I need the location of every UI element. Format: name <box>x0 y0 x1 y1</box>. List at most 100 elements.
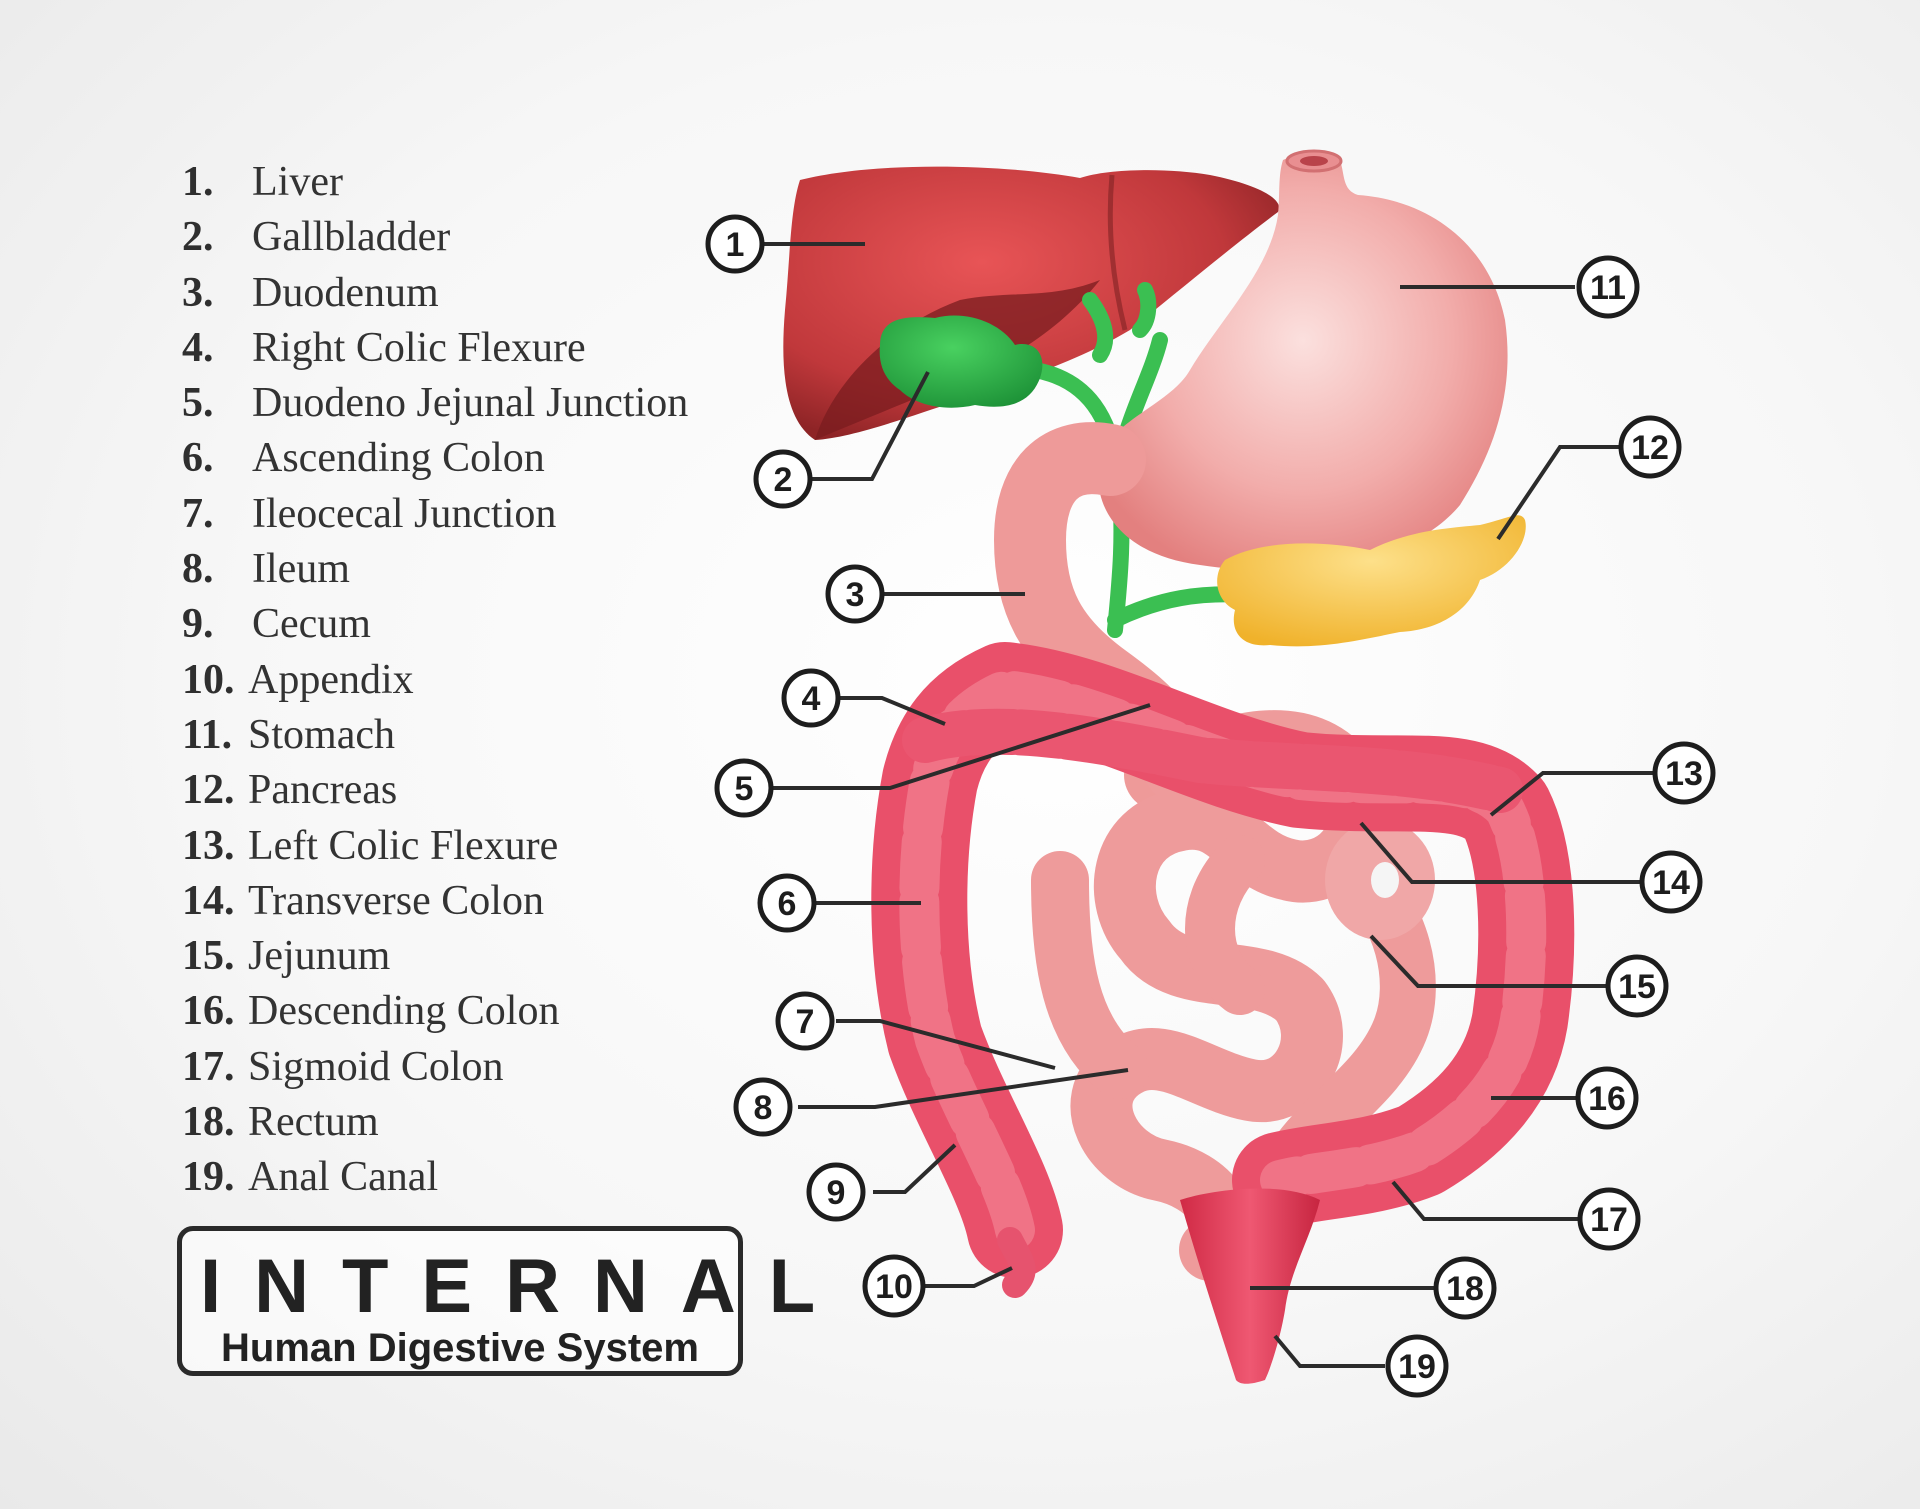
legend-item-sigmoid-colon: 17.Sigmoid Colon <box>182 1043 742 1098</box>
legend-label: Ileocecal Junction <box>252 490 557 537</box>
callout-number: 9 <box>827 1174 846 1212</box>
leader-line-17 <box>1391 1180 1578 1221</box>
callout-number: 2 <box>774 461 793 499</box>
legend-label: Appendix <box>248 656 414 703</box>
legend-number: 5. <box>182 380 214 427</box>
legend-label: Sigmoid Colon <box>248 1043 504 1090</box>
callout-number: 15 <box>1618 968 1656 1006</box>
legend-number: 15. <box>182 933 235 980</box>
legend-number: 14. <box>182 877 235 924</box>
leader-line-9 <box>873 1143 957 1194</box>
legend-label: Cecum <box>252 601 371 648</box>
legend-label: Duodeno Jejunal Junction <box>252 380 689 427</box>
callout-number: 7 <box>796 1003 815 1041</box>
leader-line-14 <box>1359 821 1642 884</box>
legend-number: 8. <box>182 546 214 593</box>
callout-17: 17 <box>1577 1187 1641 1251</box>
callout-number: 1 <box>726 226 745 264</box>
legend-label: Jejunum <box>248 933 391 980</box>
callout-4: 4 <box>781 668 841 728</box>
leader-line-4 <box>838 696 946 726</box>
legend-item-liver: 1. Liver <box>182 158 742 213</box>
leader-line-5 <box>772 703 1151 790</box>
legend-number: 6. <box>182 435 214 482</box>
legend-number: 11. <box>182 711 233 758</box>
title-subtitle: Human Digestive System <box>221 1326 699 1370</box>
callout-number: 14 <box>1652 864 1690 902</box>
callout-number: 11 <box>1590 269 1626 307</box>
legend-label: Transverse Colon <box>248 877 544 924</box>
legend-label: Duodenum <box>252 269 439 316</box>
legend-item-cecum: 9.Cecum <box>182 600 742 655</box>
callout-6: 6 <box>757 873 817 933</box>
liver-fissure-shape <box>1107 174 1128 331</box>
legend-number: 10. <box>182 656 235 703</box>
leader-line-13 <box>1489 771 1653 817</box>
transverse-colon-shape <box>902 708 1523 813</box>
callout-number: 6 <box>778 885 797 923</box>
legend-label: Pancreas <box>248 767 398 814</box>
callout-18: 18 <box>1433 1256 1497 1320</box>
legend-number: 18. <box>182 1099 235 1146</box>
legend-label: Liver <box>252 159 343 205</box>
callout-9: 9 <box>806 1162 866 1222</box>
legend-item-duodenum: 3. Duodenum <box>182 269 742 324</box>
legend-label: Stomach <box>248 711 395 758</box>
legend-number: 1. <box>182 159 214 205</box>
legend-number: 19. <box>182 1154 235 1201</box>
callout-number: 19 <box>1398 1348 1436 1386</box>
callout-14: 14 <box>1639 850 1703 914</box>
callout-number: 17 <box>1590 1201 1628 1239</box>
callout-number: 13 <box>1665 755 1703 793</box>
callout-2: 2 <box>753 449 813 509</box>
legend-item-transverse-colon: 14. Transverse Colon <box>182 877 742 932</box>
legend-number: 7. <box>182 490 214 537</box>
callout-11: 11 <box>1576 255 1640 319</box>
legend-label: Ileum <box>252 546 350 593</box>
callout-16: 16 <box>1575 1066 1639 1130</box>
legend-item-jejunum: 15. Jejunum <box>182 932 742 987</box>
esophagus-lumen-shape <box>1300 156 1328 166</box>
legend-number: 3. <box>182 269 214 316</box>
callout-number: 5 <box>735 770 754 808</box>
legend-item-left-colic-flexure: 13.Left Colic Flexure <box>182 822 742 877</box>
callout-12: 12 <box>1618 415 1682 479</box>
leader-line-7 <box>836 1019 1056 1070</box>
legend-label: Left Colic Flexure <box>248 822 559 869</box>
leader-line-12 <box>1496 445 1619 541</box>
legend-label: Right Colic Flexure <box>252 324 586 371</box>
callout-7: 7 <box>775 991 835 1051</box>
callout-number: 3 <box>846 576 865 614</box>
legend-label: Gallbladder <box>252 214 451 261</box>
callout-15: 15 <box>1605 954 1669 1018</box>
legend-item-right-colic-flexure: 4. Right Colic Flexure <box>182 324 742 379</box>
callout-1: 1 <box>705 214 765 274</box>
leader-line-10 <box>922 1266 1013 1288</box>
pancreas-shape <box>1217 515 1526 647</box>
legend-item-anal-canal: 19.Anal Canal <box>182 1153 742 1208</box>
callout-8: 8 <box>733 1077 793 1137</box>
leader-line-19 <box>1273 1334 1385 1368</box>
leader-line-15 <box>1369 934 1607 988</box>
legend-list: 1. Liver 2. Gallbladder 3. Duodenum 4. Right… <box>182 158 742 1209</box>
legend-item-ileocecal-junction: 7. Ileocecal Junction <box>182 490 742 545</box>
legend-number: 12. <box>182 767 235 814</box>
legend-item-pancreas: 12. Pancreas <box>182 766 742 821</box>
legend-item-ileum: 8. Ileum <box>182 545 742 600</box>
callout-19: 19 <box>1385 1334 1449 1398</box>
legend-number: 16. <box>182 988 235 1035</box>
legend-number: 2. <box>182 214 214 261</box>
callout-number: 16 <box>1588 1080 1626 1118</box>
legend-item-duodeno-jejunal-junction: 5. Duodeno Jejunal Junction <box>182 379 742 434</box>
callout-3: 3 <box>825 564 885 624</box>
callout-number: 4 <box>802 680 821 718</box>
callout-5: 5 <box>714 758 774 818</box>
title-box: INTERNAL Human Digestive System <box>177 1226 815 1376</box>
callout-10: 10 <box>862 1254 926 1318</box>
legend-number: 4. <box>182 324 214 371</box>
legend-item-descending-colon: 16.Descending Colon <box>182 987 742 1042</box>
legend-item-stomach: 11. Stomach <box>182 711 742 766</box>
legend-label: Ascending Colon <box>252 435 545 482</box>
legend-item-appendix: 10. Appendix <box>182 656 742 711</box>
